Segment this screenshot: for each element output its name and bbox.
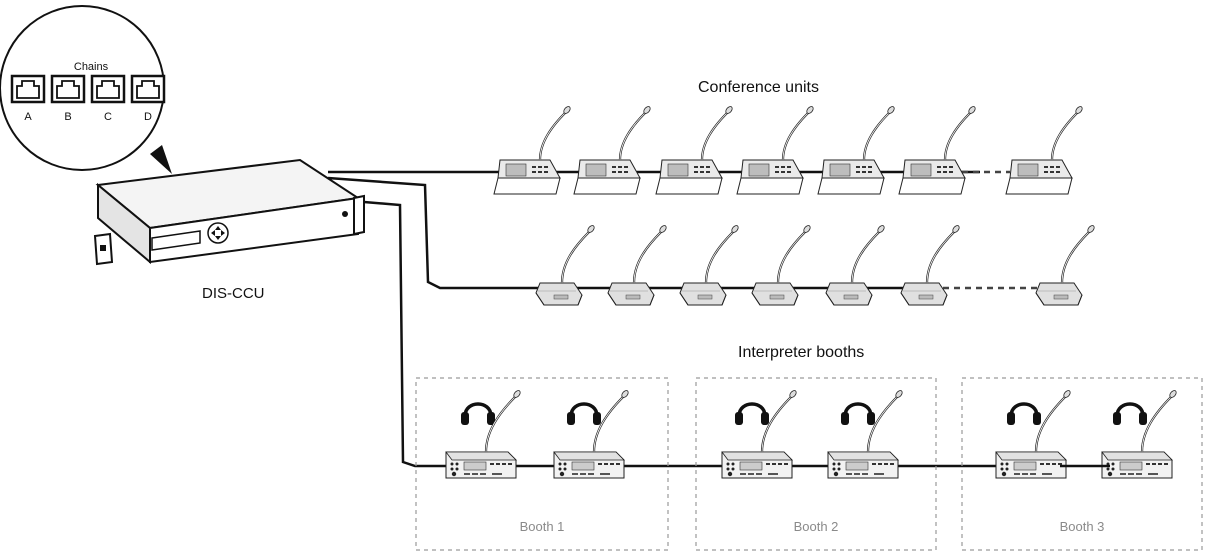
port-label-d: D <box>144 111 152 123</box>
interpreter-desk-icon <box>444 388 523 480</box>
booth-3-label: Booth 3 <box>1060 519 1105 534</box>
interpreter-desk-icon <box>1100 388 1179 480</box>
headphones-icon <box>1005 402 1043 427</box>
conference-unit-console-icon <box>572 104 653 196</box>
interpreter-booths-title: Interpreter booths <box>738 344 864 361</box>
dashed-continuations <box>932 170 1040 290</box>
headphones-icon <box>839 402 877 427</box>
port-label-a: A <box>24 111 32 123</box>
cables <box>327 170 1060 468</box>
booth-2: Booth 2 <box>695 377 937 551</box>
conference-unit-delegate-icon <box>1034 223 1097 307</box>
cable-chain-conference-bottom <box>327 176 560 290</box>
conference-unit-delegate-icon <box>899 223 962 307</box>
interpreter-desk-icon <box>552 388 631 480</box>
conference-unit-delegate-icon <box>824 223 887 307</box>
booth-1: Booth 1 <box>415 377 669 551</box>
port-d-icon <box>130 74 166 104</box>
chains-heading: Chains <box>74 61 109 73</box>
headphones-icon <box>733 402 771 427</box>
conference-unit-console-icon <box>492 104 573 196</box>
conference-unit-console-icon <box>735 104 816 196</box>
conference-unit-console-icon <box>897 104 978 196</box>
conference-unit-delegate-icon <box>606 223 669 307</box>
conference-units-title: Conference units <box>698 79 819 96</box>
cable-chain-interpreters <box>339 198 1060 468</box>
interpreter-desk-icon <box>826 388 905 480</box>
conference-unit-console-icon <box>654 104 735 196</box>
ports-callout: Chains A B C D <box>0 5 172 174</box>
interpreter-desk-icon <box>720 388 799 480</box>
booth-3: Booth 3 <box>961 377 1203 551</box>
headphones-icon <box>459 402 497 427</box>
conference-unit-delegate-icon <box>750 223 813 307</box>
headphones-icon <box>565 402 603 427</box>
interpreter-desk-icon <box>994 388 1073 480</box>
ccu-device-icon <box>93 158 365 266</box>
port-a-icon <box>10 74 46 104</box>
conference-unit-console-icon <box>1004 104 1085 196</box>
booth-1-label: Booth 1 <box>520 519 565 534</box>
port-label-b: B <box>64 111 71 123</box>
ccu-label: DIS-CCU <box>202 285 265 302</box>
port-c-icon <box>90 74 126 104</box>
port-b-icon <box>50 74 86 104</box>
headphones-icon <box>1111 402 1149 427</box>
conference-units-top-row <box>492 104 1085 196</box>
conference-unit-delegate-icon <box>534 223 597 307</box>
conference-units-bottom-row <box>534 223 1097 307</box>
conference-unit-console-icon <box>816 104 897 196</box>
booth-2-label: Booth 2 <box>794 519 839 534</box>
conference-unit-delegate-icon <box>678 223 741 307</box>
port-label-c: C <box>104 111 112 123</box>
